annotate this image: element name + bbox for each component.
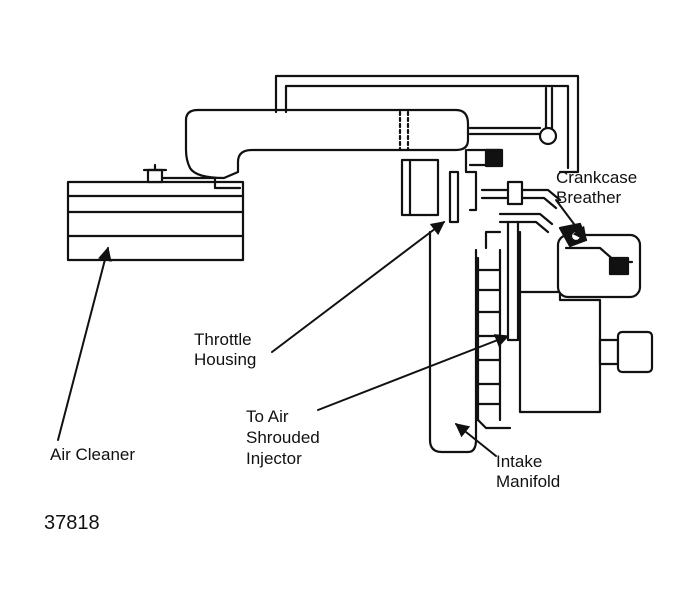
- air-cleaner-label: Air Cleaner: [50, 445, 136, 464]
- intake-manifold-label-line2: Manifold: [496, 472, 561, 491]
- throttle-label-line1: Throttle: [194, 330, 252, 349]
- injector-label-line3: Injector: [246, 449, 302, 468]
- figure-number: 37818: [44, 512, 100, 534]
- crankcase-body: [518, 222, 654, 414]
- leader-lines: [57, 199, 587, 457]
- throttle-label-line2: Housing: [194, 350, 257, 369]
- crankcase-label-line2: Breather: [556, 188, 622, 207]
- breather-tube: [466, 148, 562, 234]
- air-cleaner-shape: [66, 163, 245, 262]
- injector-leader: [317, 334, 510, 411]
- intake-manifold-label-line1: Intake: [496, 452, 543, 471]
- top-hose-loop: [274, 74, 580, 174]
- air-cleaner-leader: [57, 246, 112, 441]
- crankcase-label-line1: Crankcase: [556, 168, 638, 187]
- throttle-leader: [271, 221, 446, 353]
- injector-label-line2: Shrouded: [246, 428, 320, 447]
- intake-manifold-leader: [454, 423, 497, 457]
- throttle-housing-shape: [400, 148, 478, 224]
- crankcase-leader: [555, 199, 587, 242]
- injector-label-line1: To Air: [246, 407, 289, 426]
- air-intake-duct: [184, 108, 470, 180]
